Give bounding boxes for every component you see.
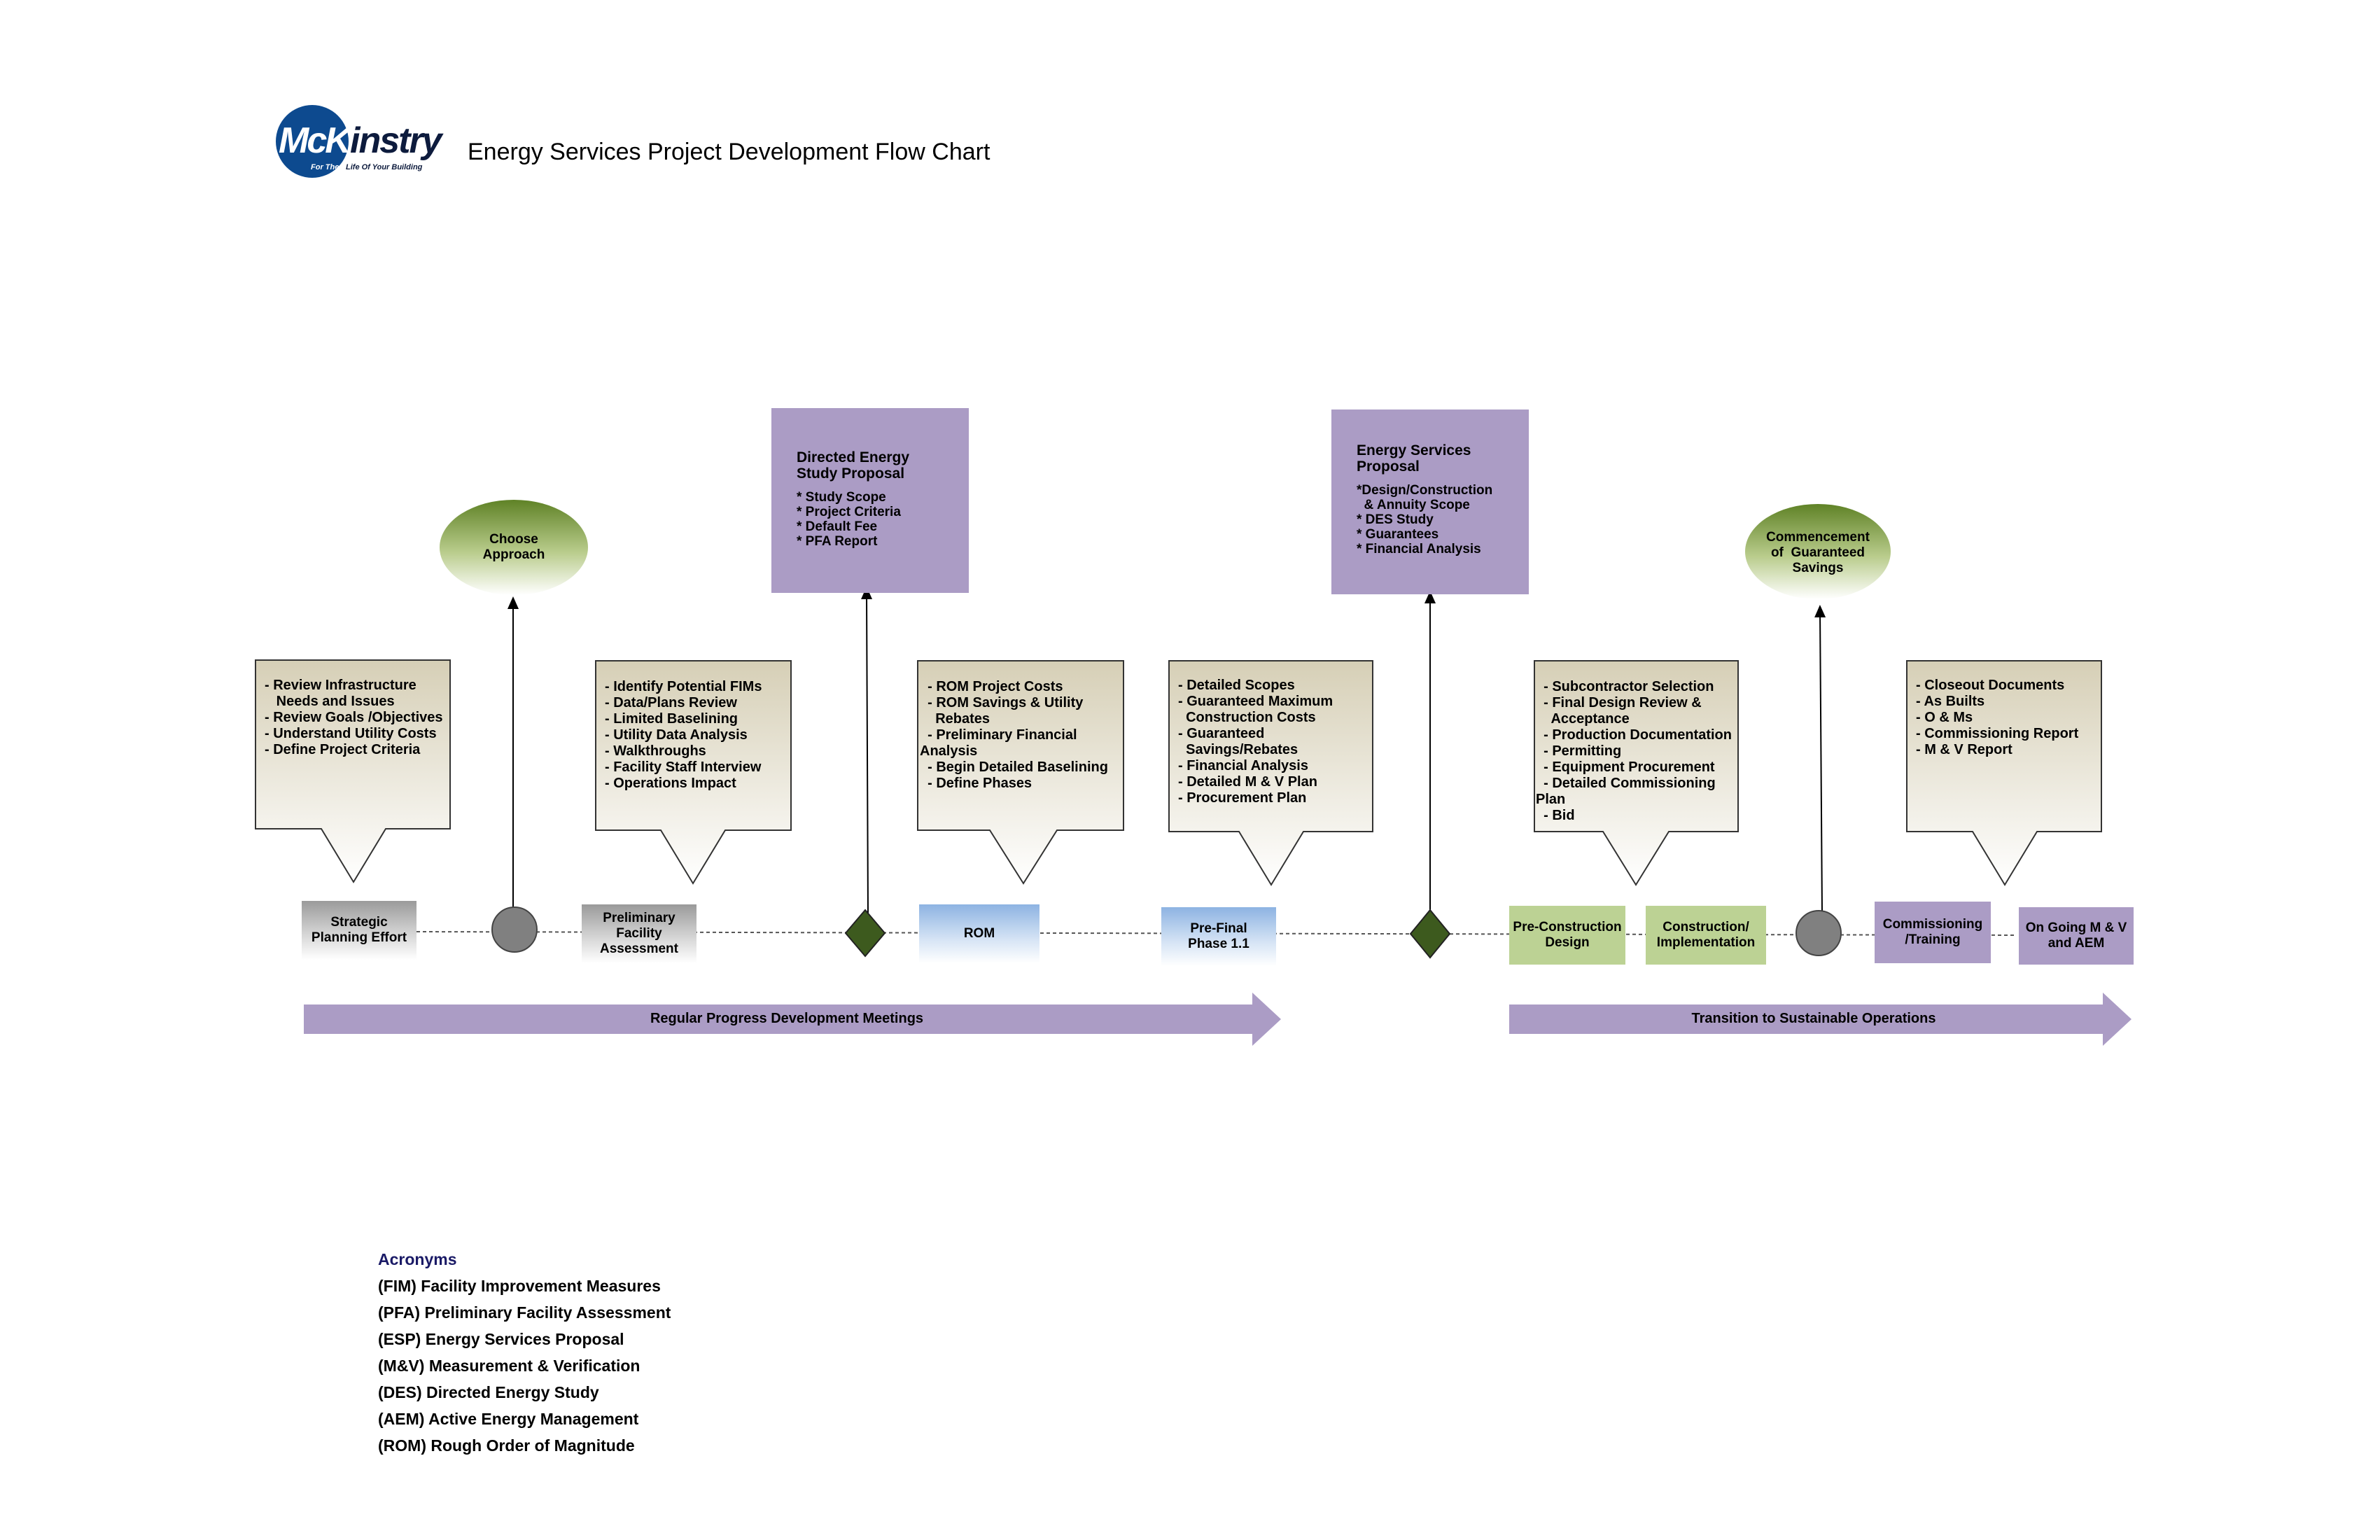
phase-label-construction: Construction/ Implementation — [1656, 920, 1756, 950]
milestone-diamond-1 — [844, 909, 886, 958]
milestone-diamond-2 — [1409, 909, 1451, 959]
callout-rom — [917, 660, 1124, 885]
phase-label-precon: Pre-Construction Design — [1513, 920, 1622, 950]
callout-text-pfa: - Identify Potential FIMs - Data/Plans R… — [605, 679, 762, 791]
proposal-esp-title: Energy Services Proposal — [1357, 442, 1471, 475]
phase-label-commissioning: Commissioning /Training — [1882, 917, 1983, 947]
phase-label-strategic: Strategic Planning Effort — [311, 915, 407, 945]
svg-text:Life Of Your Building: Life Of Your Building — [346, 163, 423, 172]
oval-commencement — [1745, 504, 1891, 599]
proposal-esp: Energy Services Proposal *Design/Constru… — [1357, 442, 1492, 556]
acronym-item: (ESP) Energy Services Proposal — [378, 1330, 624, 1348]
acronym-item: (AEM) Active Energy Management — [378, 1410, 639, 1428]
callout-text-closeout: - Closeout Documents - As Builts - O & M… — [1916, 678, 2079, 757]
phase-box-construction — [1646, 906, 1766, 965]
svg-text:For The: For The — [311, 163, 339, 172]
oval-label-commencement: Commencement of Guaranteed Savings — [1766, 530, 1870, 575]
callout-text-precon: - Subcontractor Selection - Final Design… — [1536, 679, 1732, 823]
phase-box-precon — [1509, 906, 1625, 965]
acronym-item: (M&V) Measurement & Verification — [378, 1357, 640, 1375]
svg-text:instry: instry — [350, 120, 444, 161]
callout-text-rom: - ROM Project Costs - ROM Savings & Util… — [920, 679, 1108, 791]
callout-closeout — [1906, 660, 2102, 886]
phase-box-rom — [919, 904, 1040, 963]
acronym-item: (DES) Directed Energy Study — [378, 1383, 599, 1401]
acronym-item: (FIM) Facility Improvement Measures — [378, 1277, 661, 1295]
proposal-des-items: * Study Scope * Project Criteria * Defau… — [797, 490, 901, 549]
proposal-box-esp — [1331, 410, 1529, 594]
phase-box-ongoing — [2019, 907, 2134, 965]
company-logo: McK instry For The Life Of Your Building — [274, 104, 448, 182]
phase-box-commissioning — [1875, 902, 1991, 963]
svg-text:McK: McK — [279, 120, 354, 161]
proposal-box-des — [771, 408, 969, 593]
phase-box-strategic — [302, 901, 416, 960]
acronym-item: (PFA) Preliminary Facility Assessment — [378, 1303, 671, 1322]
arrow-meetings — [304, 993, 1281, 1046]
arrow-label-transition: Transition to Sustainable Operations — [1691, 1011, 1936, 1026]
milestone-circle-1 — [491, 906, 538, 953]
arrow-label-meetings: Regular Progress Development Meetings — [650, 1011, 924, 1026]
acronym-item: (ROM) Rough Order of Magnitude — [378, 1436, 635, 1455]
oval-label-choose: Choose Approach — [482, 532, 545, 562]
milestone-circle-2 — [1795, 910, 1842, 956]
proposal-des: Directed Energy Study Proposal * Study S… — [797, 449, 909, 549]
page-title: Energy Services Project Development Flow… — [468, 139, 990, 165]
proposal-des-title: Directed Energy Study Proposal — [797, 449, 910, 482]
proposal-esp-items: *Design/Construction & Annuity Scope * D… — [1357, 483, 1493, 556]
phase-label-ongoing: On Going M & V and AEM — [2025, 920, 2127, 951]
connector-commencement — [1814, 605, 1826, 914]
callout-precon — [1534, 660, 1739, 886]
oval-choose-approach — [440, 500, 588, 595]
phase-label-prefinal: Pre-Final Phase 1.1 — [1188, 921, 1250, 951]
phase-label-rom: ROM — [963, 926, 995, 941]
connector-des-proposal — [861, 587, 873, 914]
callout-text-strategic: - Review Infrastructure Needs and Issues… — [265, 678, 443, 757]
acronyms-title: Acronyms — [378, 1250, 457, 1268]
callout-strategic — [255, 659, 451, 883]
callout-prefinal — [1168, 660, 1373, 886]
phase-box-prefinal — [1161, 907, 1276, 966]
callout-text-prefinal: - Detailed Scopes - Guaranteed Maximum C… — [1178, 678, 1334, 806]
arrow-transition — [1509, 993, 2132, 1046]
callout-pfa — [595, 660, 792, 885]
phase-box-pfa — [582, 904, 696, 963]
phase-label-pfa: Preliminary Facility Assessment — [600, 911, 678, 956]
